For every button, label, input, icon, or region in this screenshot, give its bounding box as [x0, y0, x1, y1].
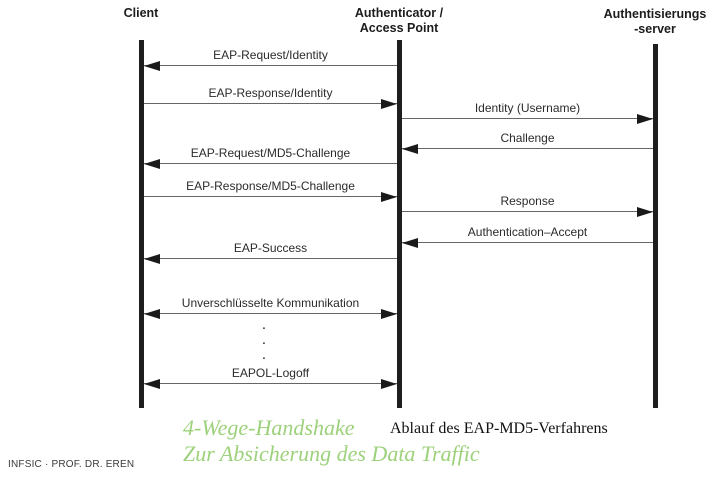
lifeline-server: [653, 44, 658, 408]
continuation-dots: . . .: [261, 316, 267, 363]
message-arrow-line: [144, 163, 397, 164]
message-label: EAP-Response/MD5-Challenge: [186, 179, 355, 193]
message-label: EAP-Response/Identity: [208, 86, 333, 100]
arrowhead-right-icon: [381, 308, 397, 319]
message-arrow-line: [144, 313, 397, 314]
arrowhead-left-icon: [402, 237, 418, 248]
message-label: Authentication–Accept: [467, 225, 588, 239]
lifeline-authenticator: [397, 40, 402, 408]
actor-header-client: Client: [123, 6, 159, 20]
message-label: Unverschlüsselte Kommunikation: [181, 296, 360, 310]
message-arrow-line: [144, 196, 397, 197]
message-label: EAP-Request/MD5-Challenge: [190, 146, 351, 160]
message-arrow-line: [144, 103, 397, 104]
handshake-caption-subtitle: Zur Absicherung des Data Traffic: [183, 441, 480, 466]
arrowhead-left-icon: [144, 158, 160, 169]
message-arrow-line: [402, 211, 653, 212]
arrowhead-right-icon: [381, 191, 397, 202]
message-arrow-line: [402, 148, 653, 149]
actor-header-authenticator: Authenticator / Access Point: [354, 6, 444, 35]
message-arrow-line: [402, 118, 653, 119]
handshake-caption-title: 4-Wege-Handshake: [183, 415, 355, 440]
arrowhead-left-icon: [144, 308, 160, 319]
message-label: Identity (Username): [474, 101, 581, 115]
message-label: EAP-Success: [233, 241, 308, 255]
message-arrow-line: [144, 258, 397, 259]
lifeline-client: [139, 40, 144, 408]
message-label: EAP-Request/Identity: [213, 48, 328, 62]
arrowhead-right-icon: [637, 206, 653, 217]
diagram-caption: Ablauf des EAP-MD5-Verfahrens: [390, 420, 608, 437]
footer-credit: INFSIC · PROF. DR. EREN: [8, 459, 135, 470]
arrowhead-left-icon: [144, 60, 160, 71]
message-label: EAPOL-Logoff: [231, 366, 310, 380]
message-arrow-line: [402, 242, 653, 243]
arrowhead-left-icon: [402, 143, 418, 154]
arrowhead-left-icon: [144, 253, 160, 264]
arrowhead-right-icon: [381, 98, 397, 109]
message-label: Response: [500, 194, 555, 208]
actor-header-server: Authentisierungs -server: [603, 7, 707, 36]
arrowhead-right-icon: [637, 113, 653, 124]
message-arrow-line: [144, 383, 397, 384]
arrowhead-left-icon: [144, 378, 160, 389]
message-arrow-line: [144, 65, 397, 66]
arrowhead-right-icon: [381, 378, 397, 389]
message-label: Challenge: [500, 131, 555, 145]
